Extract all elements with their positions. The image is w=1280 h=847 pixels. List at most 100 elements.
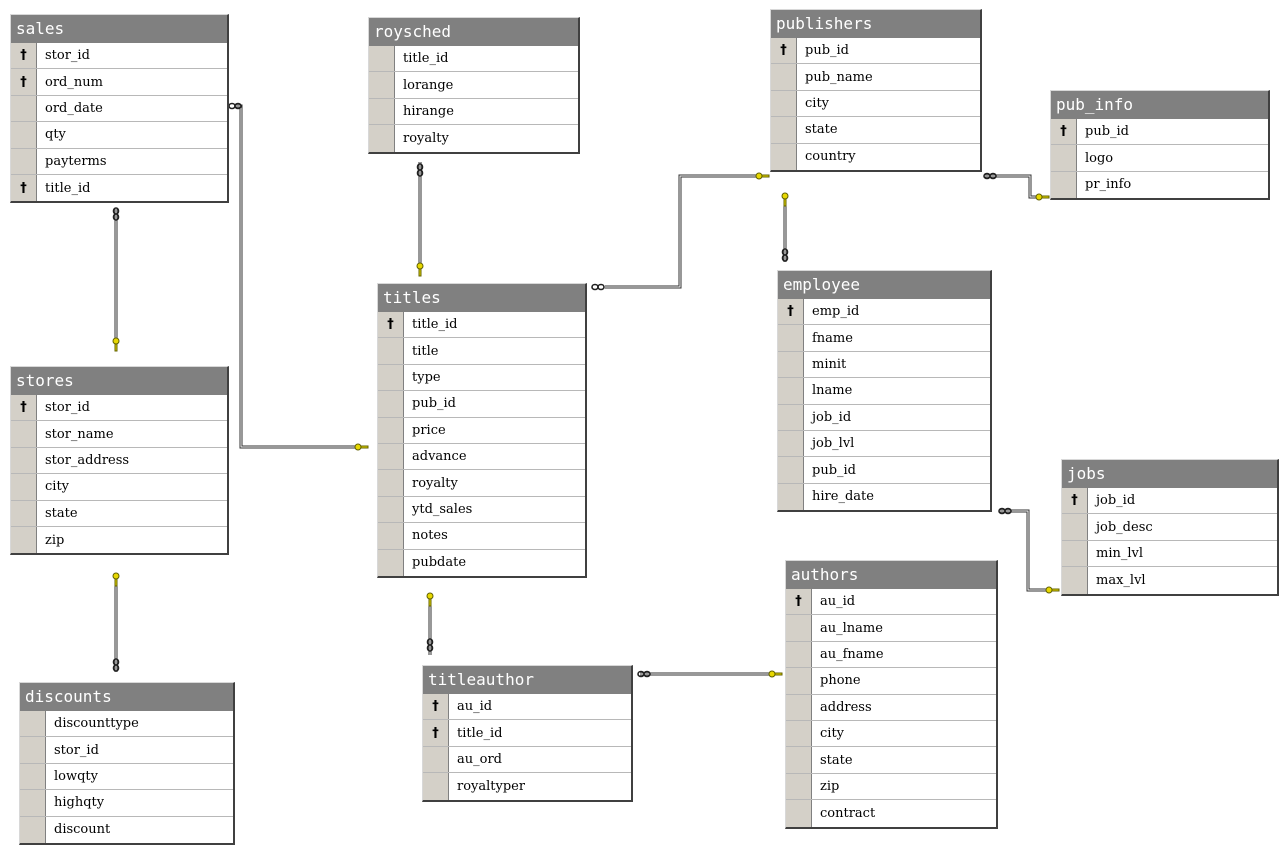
column-row[interactable]: stor_name — [11, 421, 227, 448]
row-selector[interactable] — [11, 526, 37, 554]
row-selector[interactable] — [378, 391, 404, 417]
link-titleauthor-titles[interactable] — [426, 592, 434, 655]
row-selector[interactable] — [20, 816, 46, 843]
column-row[interactable]: †title_id — [11, 174, 227, 202]
column-row[interactable]: pub_id — [378, 391, 585, 418]
link-titleauthor-authors[interactable] — [637, 670, 783, 678]
column-row[interactable]: state — [786, 747, 996, 774]
column-row[interactable]: pubdate — [378, 549, 585, 576]
link-sales-titles[interactable] — [228, 102, 369, 451]
column-row[interactable]: city — [11, 474, 227, 501]
row-selector[interactable] — [378, 364, 404, 391]
row-selector[interactable] — [11, 95, 37, 122]
row-selector[interactable] — [20, 763, 46, 790]
row-selector[interactable] — [786, 720, 812, 747]
row-selector[interactable] — [423, 773, 449, 800]
column-row[interactable]: au_lname — [786, 615, 996, 642]
column-row[interactable]: †emp_id — [778, 299, 990, 326]
column-row[interactable]: †au_id — [423, 694, 631, 721]
row-selector[interactable]: † — [423, 694, 449, 720]
column-row[interactable]: †title_id — [378, 312, 585, 339]
column-row[interactable]: lorange — [369, 72, 578, 99]
row-selector[interactable]: † — [786, 589, 812, 615]
row-selector[interactable] — [378, 523, 404, 549]
table-title[interactable]: sales — [11, 15, 227, 43]
column-row[interactable]: †pub_id — [1051, 119, 1268, 146]
row-selector[interactable] — [786, 694, 812, 720]
row-selector[interactable]: † — [771, 38, 797, 64]
row-selector[interactable] — [771, 143, 797, 170]
row-selector[interactable] — [771, 117, 797, 143]
link-employee-jobs[interactable] — [998, 507, 1060, 594]
column-row[interactable]: minit — [778, 351, 990, 379]
table-title[interactable]: pub_info — [1051, 91, 1268, 119]
column-row[interactable]: job_lvl — [778, 430, 990, 458]
column-row[interactable]: au_ord — [423, 746, 631, 774]
column-row[interactable]: address — [786, 694, 996, 721]
row-selector[interactable] — [369, 46, 395, 72]
link-discounts-stores[interactable] — [112, 572, 120, 672]
row-selector[interactable]: † — [11, 174, 37, 202]
row-selector[interactable] — [11, 447, 37, 474]
row-selector[interactable] — [778, 457, 804, 483]
row-selector[interactable] — [378, 496, 404, 523]
column-row[interactable]: stor_address — [11, 447, 227, 475]
row-selector[interactable] — [778, 325, 804, 351]
column-row[interactable]: city — [771, 90, 980, 118]
column-row[interactable]: min_lvl — [1062, 540, 1277, 568]
table-title[interactable]: employee — [778, 271, 990, 299]
row-selector[interactable] — [423, 746, 449, 773]
table-title[interactable]: roysched — [369, 18, 578, 46]
table-title[interactable]: jobs — [1062, 460, 1277, 488]
row-selector[interactable]: † — [378, 312, 404, 338]
row-selector[interactable] — [11, 474, 37, 500]
row-selector[interactable] — [369, 125, 395, 152]
column-row[interactable]: zip — [11, 526, 227, 554]
column-row[interactable]: au_fname — [786, 641, 996, 669]
row-selector[interactable] — [11, 148, 37, 174]
row-selector[interactable] — [378, 417, 404, 443]
table-title[interactable]: titles — [378, 284, 585, 312]
row-selector[interactable] — [11, 500, 37, 526]
column-row[interactable]: logo — [1051, 145, 1268, 172]
column-row[interactable]: max_lvl — [1062, 567, 1277, 594]
connector-line[interactable] — [605, 174, 760, 289]
link-sales-stores[interactable] — [112, 207, 120, 352]
row-selector[interactable] — [778, 351, 804, 378]
column-row[interactable]: price — [378, 417, 585, 444]
column-row[interactable]: phone — [786, 668, 996, 695]
row-selector[interactable] — [771, 64, 797, 90]
row-selector[interactable] — [11, 122, 37, 148]
column-row[interactable]: job_id — [778, 404, 990, 431]
row-selector[interactable] — [1062, 567, 1088, 594]
column-row[interactable]: lname — [778, 378, 990, 405]
column-row[interactable]: †ord_num — [11, 69, 227, 96]
row-selector[interactable]: † — [11, 395, 37, 421]
row-selector[interactable] — [786, 615, 812, 641]
column-row[interactable]: †title_id — [423, 720, 631, 747]
row-selector[interactable]: † — [423, 720, 449, 746]
row-selector[interactable] — [11, 421, 37, 447]
link-roysched-titles[interactable] — [416, 162, 424, 277]
table-title[interactable]: authors — [786, 561, 996, 589]
row-selector[interactable]: † — [1062, 488, 1088, 514]
column-row[interactable]: title_id — [369, 46, 578, 73]
column-row[interactable]: country — [771, 143, 980, 170]
connector-line[interactable] — [1000, 509, 1052, 592]
row-selector[interactable]: † — [1051, 119, 1077, 145]
link-publishers-pubinfo[interactable] — [983, 172, 1050, 201]
column-row[interactable]: lowqty — [20, 763, 233, 791]
column-row[interactable]: fname — [778, 325, 990, 352]
link-titles-publishers[interactable] — [591, 172, 770, 291]
column-row[interactable]: †job_id — [1062, 488, 1277, 515]
row-selector[interactable] — [786, 668, 812, 694]
column-row[interactable]: zip — [786, 773, 996, 801]
